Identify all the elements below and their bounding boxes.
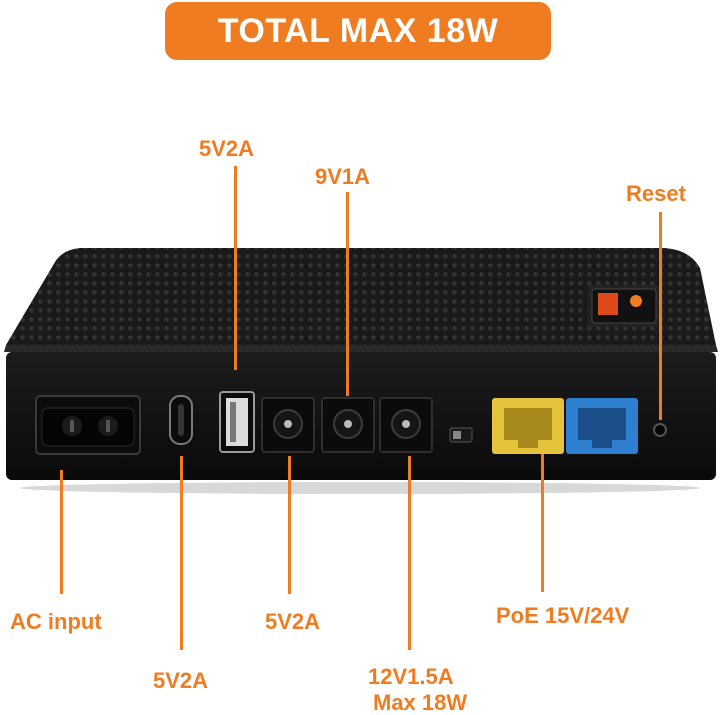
poe-callout-line xyxy=(541,454,544,592)
dc-12v-port xyxy=(379,397,433,453)
poe-label: PoE 15V/24V xyxy=(496,603,630,628)
ac-input-label: AC input xyxy=(10,609,102,634)
dc12v-callout-line xyxy=(408,456,411,650)
reset-label: Reset xyxy=(626,181,686,206)
reset-button[interactable] xyxy=(653,423,667,437)
dc-9v-port xyxy=(321,397,375,453)
voltage-switch xyxy=(449,427,473,443)
typec-label: 5V2A xyxy=(153,668,209,693)
typec-callout-line xyxy=(180,456,183,650)
usb-label: 5V2A xyxy=(199,136,255,161)
dc5v-callout-line xyxy=(288,456,291,594)
dc9v-label: 9V1A xyxy=(315,164,371,189)
ac-callout-line xyxy=(60,470,63,594)
reset-callout-line xyxy=(659,212,662,420)
brand-logo xyxy=(588,285,660,327)
poe-port xyxy=(492,398,564,454)
dc5v-label: 5V2A xyxy=(265,609,321,634)
usb-callout-line xyxy=(234,166,237,370)
dc12v-label-line2: Max 18W xyxy=(373,690,468,715)
ac-input-port xyxy=(35,395,141,455)
dc12v-label-line1: 12V1.5A xyxy=(368,664,454,689)
total-power-banner: TOTAL MAX 18W xyxy=(165,2,551,60)
dc9v-callout-line xyxy=(346,192,349,396)
usb-a-port xyxy=(219,391,255,453)
lan-port xyxy=(566,398,638,454)
usb-c-port xyxy=(169,395,193,445)
dc-5v-port xyxy=(261,397,315,453)
